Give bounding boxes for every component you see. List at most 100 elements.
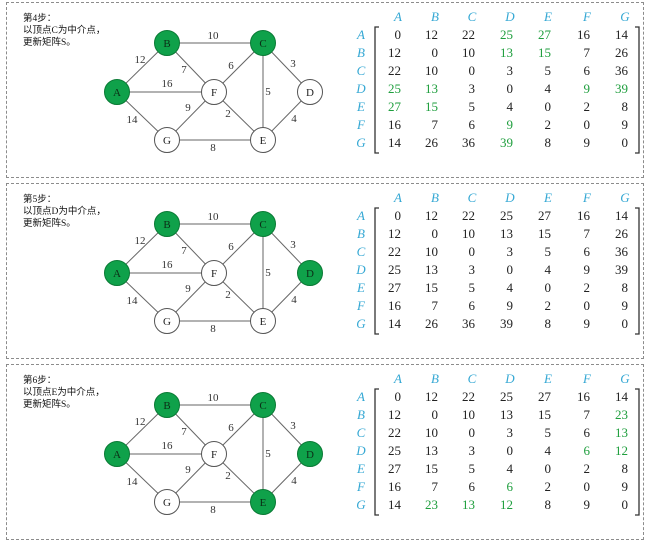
node-label: C bbox=[259, 400, 266, 412]
node-C bbox=[250, 211, 276, 237]
matrix-cell: 36 bbox=[615, 244, 629, 259]
node-label: F bbox=[211, 449, 217, 461]
node-D bbox=[297, 260, 323, 286]
matrix-cell: 39 bbox=[500, 316, 513, 331]
matrix-cell: 9 bbox=[622, 117, 629, 132]
node-label: E bbox=[260, 135, 267, 147]
node-label: A bbox=[113, 449, 121, 461]
matrix-cell: 8 bbox=[545, 316, 552, 331]
matrix-cell: 5 bbox=[469, 461, 476, 476]
matrix-cell: 0 bbox=[395, 27, 402, 42]
edge-weight-label: 16 bbox=[162, 440, 174, 452]
matrix-cell: 39 bbox=[615, 262, 628, 277]
matrix-col-header: E bbox=[543, 9, 552, 24]
node-label: F bbox=[211, 268, 217, 280]
matrix-cell: 3 bbox=[507, 244, 514, 259]
matrix-cell: 14 bbox=[615, 27, 629, 42]
matrix-cell: 2 bbox=[584, 99, 591, 114]
edge-weight-label: 5 bbox=[265, 448, 271, 460]
edge-weight-label: 14 bbox=[127, 295, 139, 307]
step-label: 第5步： 以顶点D为中介点， 更新矩阵S。 bbox=[23, 195, 106, 229]
matrix-cell: 0 bbox=[507, 81, 514, 96]
matrix-cell: 8 bbox=[545, 135, 552, 150]
matrix-cell: 13 bbox=[500, 45, 513, 60]
matrix-cell: 13 bbox=[500, 226, 513, 241]
matrix-cell: 0 bbox=[545, 99, 552, 114]
matrix-cell: 4 bbox=[507, 461, 514, 476]
node-D bbox=[297, 441, 323, 467]
matrix-cell: 0 bbox=[545, 280, 552, 295]
node-C bbox=[250, 392, 276, 418]
edge-weight-label: 6 bbox=[228, 422, 234, 434]
node-label: F bbox=[211, 87, 217, 99]
matrix-cell: 25 bbox=[500, 208, 513, 223]
edge-weight-label: 9 bbox=[185, 283, 191, 295]
node-label: G bbox=[163, 316, 171, 328]
edge-weight-label: 4 bbox=[291, 475, 297, 487]
node-label: D bbox=[306, 268, 314, 280]
matrix-cell: 4 bbox=[507, 280, 514, 295]
edge-weight-label: 4 bbox=[291, 294, 297, 306]
matrix-cell: 13 bbox=[425, 262, 438, 277]
matrix-cell: 2 bbox=[584, 461, 591, 476]
matrix-row-header: E bbox=[356, 99, 365, 114]
matrix-cell: 6 bbox=[584, 425, 591, 440]
edge-weight-label: 4 bbox=[291, 113, 297, 125]
matrix-row-header: A bbox=[356, 27, 365, 42]
node-B bbox=[154, 30, 180, 56]
matrix-col-header: D bbox=[504, 371, 515, 386]
matrix-col-header: E bbox=[543, 190, 552, 205]
matrix-cell: 7 bbox=[432, 117, 439, 132]
matrix-cell: 0 bbox=[584, 479, 591, 494]
edge-weight-label: 3 bbox=[290, 58, 296, 70]
node-label: B bbox=[163, 219, 170, 231]
matrix-row-header: E bbox=[356, 461, 365, 476]
matrix-right-bracket bbox=[635, 207, 640, 335]
matrix-row-header: A bbox=[356, 208, 365, 223]
matrix-cell: 23 bbox=[615, 407, 628, 422]
matrix-cell: 16 bbox=[388, 298, 402, 313]
node-label: D bbox=[306, 87, 314, 99]
matrix-cell: 0 bbox=[622, 497, 629, 512]
matrix-cell: 0 bbox=[469, 425, 476, 440]
matrix-cell: 8 bbox=[622, 461, 629, 476]
matrix-cell: 27 bbox=[538, 27, 552, 42]
matrix-cell: 22 bbox=[462, 27, 475, 42]
matrix-col-header: A bbox=[393, 190, 402, 205]
matrix-col-header: G bbox=[620, 190, 630, 205]
matrix-cell: 27 bbox=[388, 461, 402, 476]
matrix-col-header: D bbox=[504, 190, 515, 205]
edge-weight-label: 2 bbox=[225, 108, 231, 120]
matrix-cell: 26 bbox=[615, 226, 629, 241]
matrix-left-bracket bbox=[374, 388, 379, 516]
matrix-row-header: D bbox=[355, 443, 366, 458]
matrix-cell: 9 bbox=[584, 81, 591, 96]
matrix-cell: 22 bbox=[388, 63, 401, 78]
matrix-cell: 5 bbox=[545, 63, 552, 78]
node-B bbox=[154, 392, 180, 418]
node-G bbox=[154, 308, 180, 334]
matrix-col-header: F bbox=[582, 371, 592, 386]
matrix-cell: 10 bbox=[425, 425, 438, 440]
matrix-cell: 6 bbox=[469, 298, 476, 313]
matrix-cell: 0 bbox=[507, 262, 514, 277]
edge-weight-label: 7 bbox=[181, 245, 187, 257]
step-label: 第4步： 以顶点C为中介点， 更新矩阵S。 bbox=[23, 14, 106, 48]
matrix-cell: 36 bbox=[615, 63, 629, 78]
matrix-cell: 9 bbox=[584, 497, 591, 512]
matrix-cell: 10 bbox=[425, 63, 438, 78]
matrix-cell: 0 bbox=[395, 389, 402, 404]
matrix-cell: 9 bbox=[507, 117, 514, 132]
matrix-cell: 15 bbox=[425, 461, 438, 476]
node-label: B bbox=[163, 38, 170, 50]
matrix-cell: 16 bbox=[388, 479, 402, 494]
matrix-right-bracket bbox=[635, 388, 640, 516]
matrix-cell: 9 bbox=[584, 316, 591, 331]
edge-weight-label: 14 bbox=[127, 114, 139, 126]
edge-weight-label: 6 bbox=[228, 241, 234, 253]
